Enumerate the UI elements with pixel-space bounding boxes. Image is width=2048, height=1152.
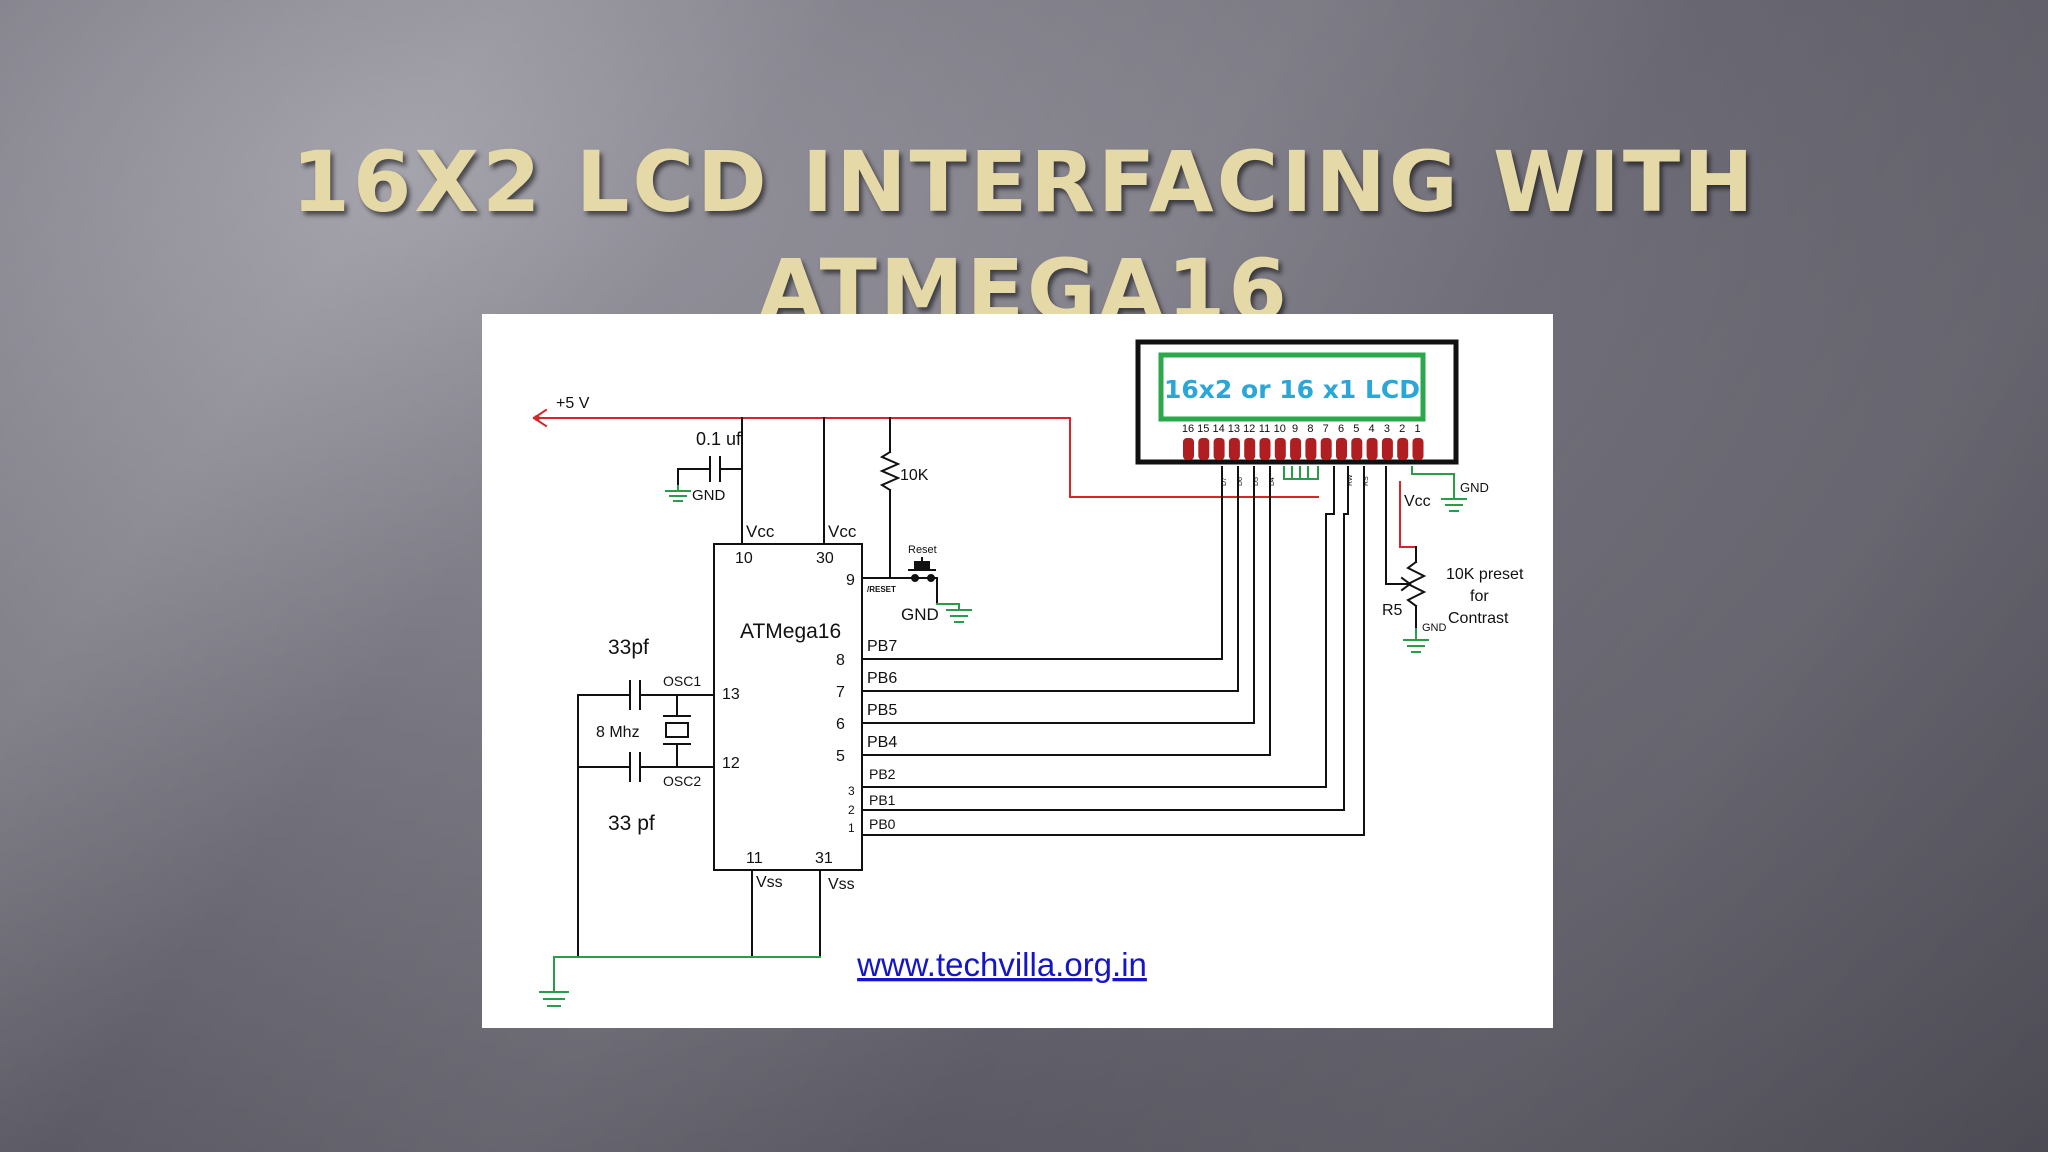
lcd-pin-number: 5 (1353, 423, 1359, 435)
pin-number-8: 8 (836, 652, 845, 669)
supply-label: +5 V (556, 395, 590, 412)
signal-wires (577, 339, 1459, 958)
lcd-signal-label: RS (1363, 476, 1370, 486)
atmega16-chip (713, 543, 863, 871)
lcd-pin-number: 14 (1212, 423, 1224, 435)
lcd-pin (1336, 438, 1347, 460)
lcd-pin-number: 13 (1228, 423, 1240, 435)
pb5-label: PB5 (867, 702, 897, 719)
lcd-title: 16x2 or 16 x1 LCD (1164, 375, 1420, 404)
pin-number-1: 1 (848, 821, 855, 835)
lcd-signal-label: RW (1347, 474, 1354, 486)
lcd-display-frame (1158, 352, 1426, 422)
lcd-pin (1259, 438, 1271, 460)
gnd-label-preset: GND (1422, 622, 1447, 634)
decoupling-cap-label: 0.1 uf (696, 429, 742, 449)
pb1-label: PB1 (869, 792, 896, 808)
lcd-pin-number: 16 (1182, 423, 1194, 435)
pin-number-30: 30 (816, 550, 834, 567)
vcc-label-2: Vcc (828, 522, 857, 541)
reset-button-label: Reset (908, 544, 937, 556)
osc2-label: OSC2 (663, 773, 701, 789)
lcd-pin-number: 7 (1323, 423, 1329, 435)
pin-number-11: 11 (746, 850, 763, 867)
lcd-pin-number: 6 (1338, 423, 1344, 435)
lcd-pin (1320, 438, 1332, 460)
lcd-signal-label: D5 (1253, 477, 1260, 486)
pin-number-9: 9 (846, 572, 855, 589)
lcd-pin (1351, 438, 1363, 460)
vss-label-1: Vss (756, 874, 783, 891)
lcd-pin (1305, 438, 1317, 460)
lcd-signal-label: D7 (1221, 477, 1228, 486)
pb4-label: PB4 (867, 734, 897, 751)
preset-label-line2: for (1470, 588, 1489, 605)
slide-title-line-1: 16X2 LCD INTERFACING WITH (291, 133, 1757, 231)
pin-number-31: 31 (815, 850, 833, 867)
lcd-signal-label: D4 (1269, 477, 1276, 486)
pin-number-6: 6 (836, 716, 845, 733)
lcd-pin-number: 3 (1384, 423, 1390, 435)
lcd-pin (1213, 438, 1225, 460)
pin-number-13: 13 (722, 686, 740, 703)
website-link[interactable]: www.techvilla.org.in (856, 946, 1147, 983)
pin-number-5: 5 (836, 748, 845, 765)
lcd-pin (1274, 438, 1286, 460)
lcd-pin-header (1183, 438, 1424, 460)
lcd-pin (1412, 438, 1424, 460)
lcd-pin-number: 4 (1369, 423, 1375, 435)
preset-label-line3: Contrast (1448, 610, 1509, 627)
lcd-pin-number: 12 (1243, 423, 1255, 435)
crystal-freq-label: 8 Mhz (596, 724, 640, 741)
pb0-label: PB0 (869, 816, 896, 832)
lcd-pin (1397, 438, 1409, 460)
lcd-pin (1198, 438, 1210, 460)
mcu-name: ATMega16 (740, 620, 841, 643)
lcd-pin (1290, 438, 1302, 460)
lcd-module (1135, 339, 1459, 465)
lcd-pin (1228, 438, 1240, 460)
preset-label-line1: 10K preset (1446, 566, 1524, 583)
lcd-pin-number: 8 (1307, 423, 1313, 435)
lcd-signal-labels: D7 D6 D5 D4 RW RS (1221, 474, 1370, 486)
lcd-pin (1366, 438, 1378, 460)
supply-arrow (532, 408, 548, 428)
lcd-pin (1183, 438, 1194, 460)
gnd-label-cap: GND (692, 487, 726, 504)
pb7-label: PB7 (867, 638, 897, 655)
power-wires (533, 417, 1417, 548)
pin-number-7: 7 (836, 684, 845, 701)
preset-ref-label: R5 (1382, 602, 1403, 619)
lcd-pin (1381, 438, 1393, 460)
lcd-pin-number: 15 (1197, 423, 1209, 435)
pb2-label: PB2 (869, 766, 896, 782)
gnd-label-lcd: GND (1460, 480, 1489, 495)
lcd-pin-number: 11 (1259, 423, 1270, 435)
pb6-label: PB6 (867, 670, 897, 687)
lcd-pin (1244, 438, 1256, 460)
gnd-label-reset: GND (901, 605, 939, 624)
cap-top-label: 33pf (608, 636, 649, 659)
vss-label-2: Vss (828, 876, 855, 893)
ground-wires (539, 466, 1467, 1007)
cap-bottom-label: 33 pf (608, 812, 655, 835)
lcd-pin-number: 2 (1399, 423, 1405, 435)
lcd-pin-number: 1 (1414, 423, 1420, 435)
lcd-pin-number: 10 (1274, 423, 1286, 435)
pin-number-10: 10 (735, 550, 753, 567)
slide-title: 16X2 LCD INTERFACING WITH ATMEGA16 (0, 128, 2048, 344)
pin-number-2: 2 (848, 803, 855, 817)
pin-number-3: 3 (848, 784, 855, 798)
pin-number-12: 12 (722, 755, 740, 772)
osc1-label: OSC1 (663, 673, 701, 689)
vcc-label-1: Vcc (746, 522, 775, 541)
pullup-resistor-label: 10K (900, 467, 929, 484)
lcd-signal-label: D6 (1237, 477, 1244, 486)
lcd-vcc-label: Vcc (1404, 493, 1431, 510)
lcd-pin-number: 9 (1292, 423, 1298, 435)
reset-pin-label: /RESET (867, 585, 896, 594)
